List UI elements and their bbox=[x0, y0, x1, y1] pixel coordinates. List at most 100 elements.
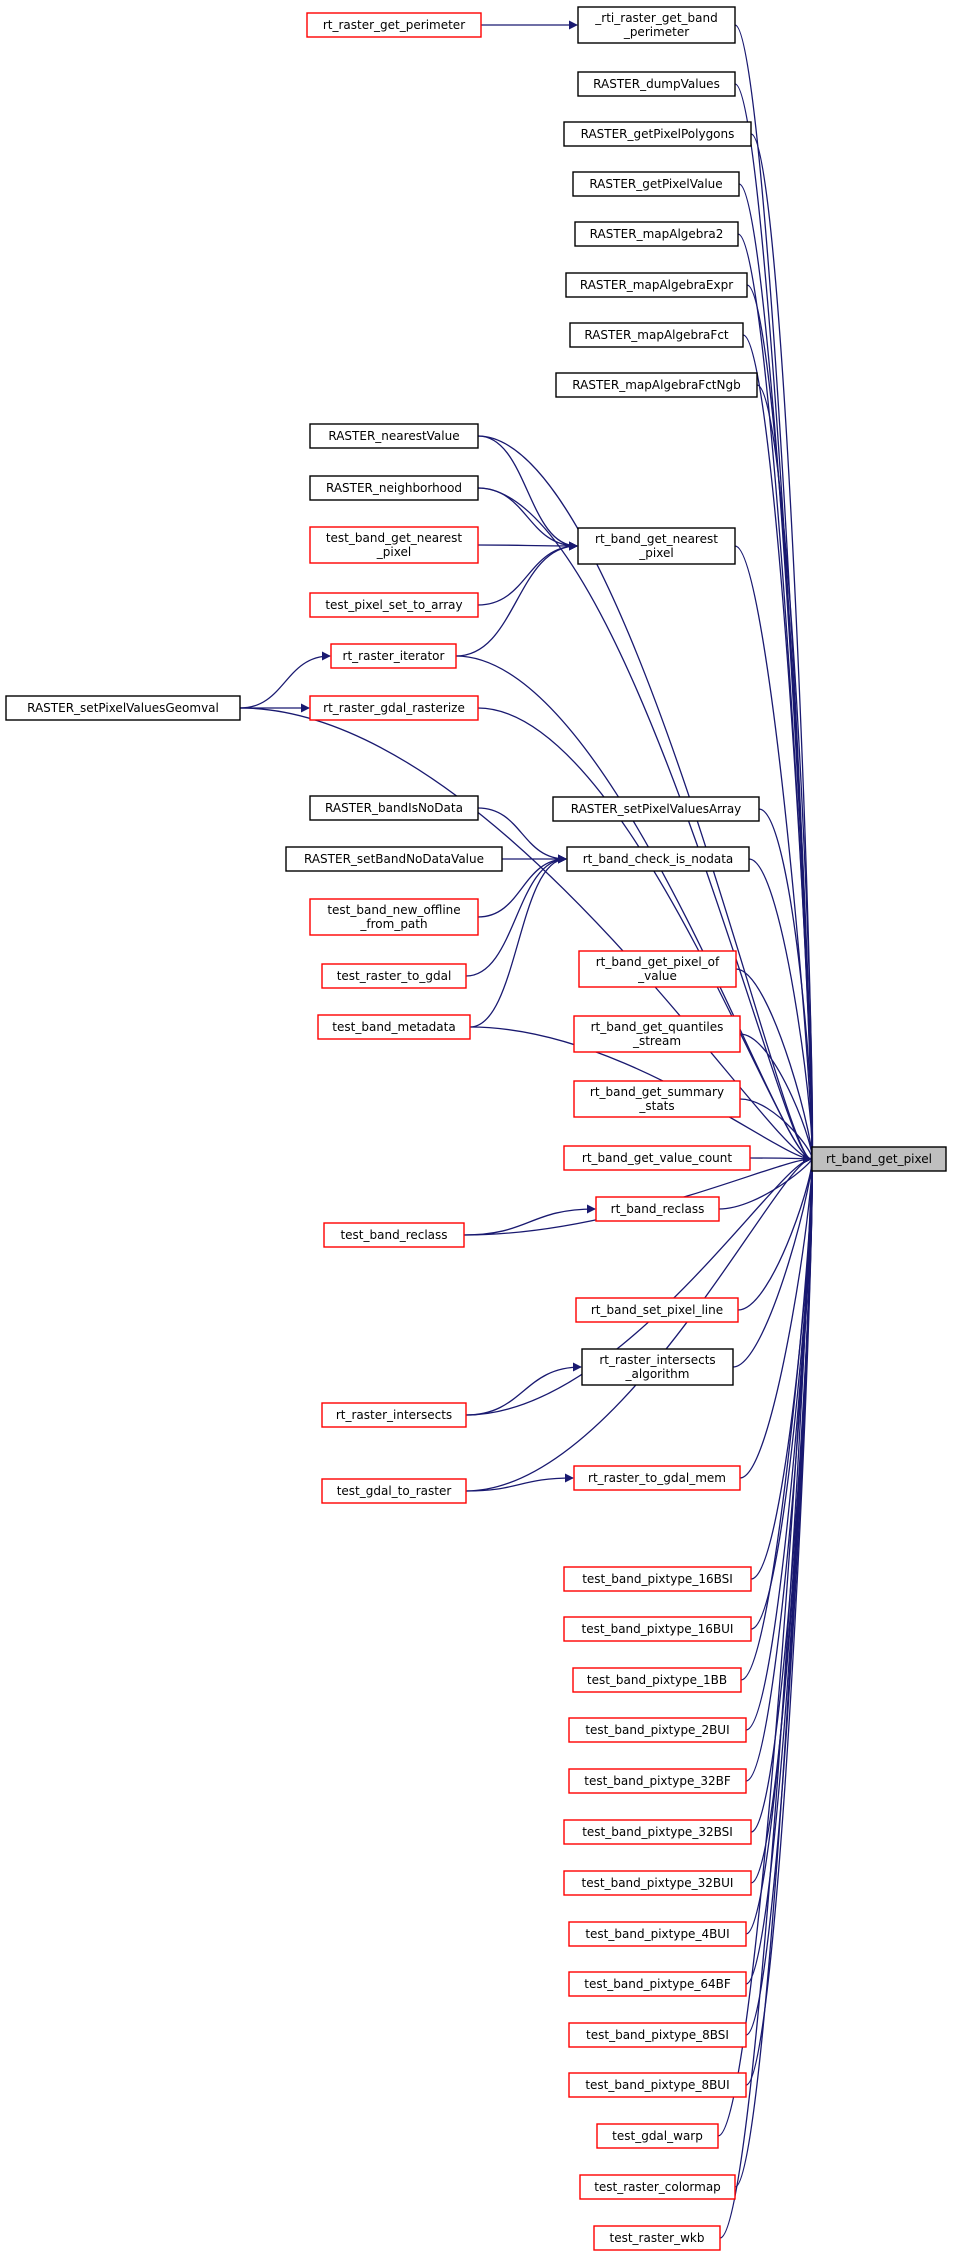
edge-rt-raster-gdal-rasterize-to-root bbox=[477, 707, 812, 1164]
edge-raster-setpixelvaluesgeomval-to-root bbox=[239, 707, 812, 1164]
node-raster-mapalgebrafctngb[interactable]: RASTER_mapAlgebraFctNgb bbox=[555, 372, 758, 398]
node-test-gdal-to-raster[interactable]: test_gdal_to_raster bbox=[321, 1478, 467, 1504]
node-rt-band-get-quantiles-stream[interactable]: rt_band_get_quantiles_stream bbox=[573, 1015, 741, 1053]
node-test-band-pixtype-64bf[interactable]: test_band_pixtype_64BF bbox=[568, 1971, 747, 1997]
node-box bbox=[568, 1768, 747, 1794]
node-raster-mapalgebraexpr[interactable]: RASTER_mapAlgebraExpr bbox=[565, 272, 748, 298]
node-label: _rti_raster_get_band bbox=[594, 11, 717, 25]
node-test-band-pixtype-32bf[interactable]: test_band_pixtype_32BF bbox=[568, 1768, 747, 1794]
node-rt-raster-intersects[interactable]: rt_raster_intersects bbox=[321, 1402, 467, 1428]
node-label: rt_band_get_nearest bbox=[595, 532, 718, 546]
node-box bbox=[306, 12, 482, 38]
node-box bbox=[593, 2225, 721, 2251]
node-test-band-pixtype-2bui[interactable]: test_band_pixtype_2BUI bbox=[568, 1717, 747, 1743]
node-box bbox=[577, 6, 736, 44]
node-rt-band-set-pixel-line[interactable]: rt_band_set_pixel_line bbox=[575, 1297, 739, 1323]
edge-test-band-pixtype-32bui-to-root bbox=[750, 1155, 820, 1884]
node-box bbox=[309, 423, 479, 449]
node-test-band-new-offline-from-path[interactable]: test_band_new_offline_from_path bbox=[309, 898, 479, 936]
node-label: test_band_pixtype_8BSI bbox=[586, 2028, 729, 2042]
node-label: RASTER_bandIsNoData bbox=[325, 801, 463, 815]
node-label: test_band_reclass bbox=[340, 1228, 447, 1242]
node-test-gdal-warp[interactable]: test_gdal_warp bbox=[596, 2123, 719, 2149]
node-label: test_band_pixtype_32BSI bbox=[582, 1825, 733, 1839]
node-test-pixel-set-to-array[interactable]: test_pixel_set_to_array bbox=[309, 592, 479, 618]
node-test-band-pixtype-32bsi[interactable]: test_band_pixtype_32BSI bbox=[563, 1819, 752, 1845]
node-test-raster-to-gdal[interactable]: test_raster_to_gdal bbox=[321, 963, 467, 989]
node-test-band-pixtype-16bui[interactable]: test_band_pixtype_16BUI bbox=[563, 1616, 752, 1642]
node-label: rt_raster_intersects bbox=[336, 1408, 452, 1422]
node-box bbox=[309, 795, 479, 821]
node-label: test_band_get_nearest bbox=[326, 531, 463, 545]
node-raster-neighborhood[interactable]: RASTER_neighborhood bbox=[309, 475, 479, 501]
edge-layer bbox=[239, 20, 820, 2239]
node-raster-setpixelvaluesgeomval[interactable]: RASTER_setPixelValuesGeomval bbox=[5, 695, 241, 721]
node-raster-dumpvalues[interactable]: RASTER_dumpValues bbox=[577, 71, 736, 97]
node-test-band-pixtype-1bb[interactable]: test_band_pixtype_1BB bbox=[572, 1667, 742, 1693]
node-raster-nearestvalue[interactable]: RASTER_nearestValue bbox=[309, 423, 479, 449]
node-test-raster-colormap[interactable]: test_raster_colormap bbox=[579, 2174, 736, 2200]
node-box bbox=[309, 898, 479, 936]
edge-raster-dumpvalues-to-root bbox=[734, 83, 820, 1163]
node-rt-raster-to-gdal-mem[interactable]: rt_raster_to_gdal_mem bbox=[573, 1465, 741, 1491]
node-label: rt_band_get_pixel bbox=[826, 1152, 932, 1166]
edge-rt-band-get-value-count-to-root bbox=[749, 1154, 820, 1164]
node-rt-band-check-is-nodata[interactable]: rt_band_check_is_nodata bbox=[566, 846, 750, 872]
edge-rt-band-check-is-nodata-to-root bbox=[748, 858, 820, 1164]
edge-raster-nearestvalue-to-rt-band-get-nearest-pixel bbox=[477, 435, 578, 551]
node-label: test_band_pixtype_16BUI bbox=[582, 1622, 734, 1636]
node-rt-band-reclass[interactable]: rt_band_reclass bbox=[595, 1196, 720, 1222]
node-test-raster-wkb[interactable]: test_raster_wkb bbox=[593, 2225, 721, 2251]
node-test-band-metadata[interactable]: test_band_metadata bbox=[317, 1014, 471, 1040]
node-test-band-pixtype-8bui[interactable]: test_band_pixtype_8BUI bbox=[568, 2072, 747, 2098]
node-box bbox=[552, 796, 760, 822]
node-box bbox=[581, 1348, 734, 1386]
node-rt-band-get-nearest-pixel[interactable]: rt_band_get_nearest_pixel bbox=[577, 527, 736, 565]
node-test-band-pixtype-4bui[interactable]: test_band_pixtype_4BUI bbox=[568, 1921, 747, 1947]
node-test-band-pixtype-32bui[interactable]: test_band_pixtype_32BUI bbox=[563, 1870, 752, 1896]
node-box bbox=[309, 475, 479, 501]
node-box bbox=[568, 2072, 747, 2098]
node-label: test_band_pixtype_8BUI bbox=[585, 2078, 729, 2092]
node-label: test_raster_wkb bbox=[610, 2231, 705, 2245]
node-raster-mapalgebra2[interactable]: RASTER_mapAlgebra2 bbox=[574, 221, 739, 247]
node-test-band-pixtype-16bsi[interactable]: test_band_pixtype_16BSI bbox=[563, 1566, 752, 1592]
node-box bbox=[569, 322, 744, 348]
node-box bbox=[573, 1465, 741, 1491]
node-test-band-pixtype-8bsi[interactable]: test_band_pixtype_8BSI bbox=[568, 2022, 747, 2048]
node-raster-getpixelpolygons[interactable]: RASTER_getPixelPolygons bbox=[563, 121, 752, 147]
node-raster-getpixelvalue[interactable]: RASTER_getPixelValue bbox=[572, 171, 740, 197]
edge-rt-raster-iterator-to-rt-band-get-nearest-pixel bbox=[455, 541, 578, 657]
node-raster-setpixelvaluesarray[interactable]: RASTER_setPixelValuesArray bbox=[552, 796, 760, 822]
node-label: RASTER_mapAlgebraExpr bbox=[580, 278, 733, 292]
node-rt-raster-get-perimeter[interactable]: rt_raster_get_perimeter bbox=[306, 12, 482, 38]
node-raster-mapalgebrafct[interactable]: RASTER_mapAlgebraFct bbox=[569, 322, 744, 348]
node-label: rt_band_get_pixel_of bbox=[596, 955, 720, 969]
node-test-band-get-nearest-pixel[interactable]: test_band_get_nearest_pixel bbox=[309, 526, 479, 564]
node-label: _pixel bbox=[376, 545, 411, 559]
edge-test-raster-wkb-to-root bbox=[719, 1155, 820, 2239]
node-rti-raster-get-band-perimeter[interactable]: _rti_raster_get_band_perimeter bbox=[577, 6, 736, 44]
node-rt-raster-intersects-algorithm[interactable]: rt_raster_intersects_algorithm bbox=[581, 1348, 734, 1386]
node-rt-band-get-summary-stats[interactable]: rt_band_get_summary_stats bbox=[573, 1080, 741, 1118]
node-rt-raster-gdal-rasterize[interactable]: rt_raster_gdal_rasterize bbox=[309, 695, 479, 721]
node-raster-setbandnodatavalue[interactable]: RASTER_setBandNoDataValue bbox=[285, 846, 503, 872]
node-box bbox=[566, 846, 750, 872]
node-label: test_raster_colormap bbox=[594, 2180, 721, 2194]
node-label: rt_band_get_summary bbox=[590, 1085, 724, 1099]
node-label: _perimeter bbox=[623, 25, 689, 39]
node-raster-bandisnodata[interactable]: RASTER_bandIsNoData bbox=[309, 795, 479, 821]
node-label: RASTER_dumpValues bbox=[593, 77, 720, 91]
node-layer: rt_band_get_pixel rt_raster_get_perimeter… bbox=[5, 6, 947, 2251]
node-box bbox=[563, 121, 752, 147]
edge-raster-setpixelvaluesgeomval-to-rt-raster-iterator bbox=[239, 651, 331, 709]
edge-raster-getpixelvalue-to-root bbox=[738, 183, 820, 1163]
node-label: test_pixel_set_to_array bbox=[325, 598, 462, 612]
node-rt-band-get-pixel-of-value[interactable]: rt_band_get_pixel_of_value bbox=[578, 950, 737, 988]
node-test-band-reclass[interactable]: test_band_reclass bbox=[323, 1222, 465, 1248]
node-rt-band-get-value-count[interactable]: rt_band_get_value_count bbox=[563, 1145, 751, 1171]
node-box bbox=[577, 527, 736, 565]
node-box bbox=[309, 526, 479, 564]
node-rt-raster-iterator[interactable]: rt_raster_iterator bbox=[330, 643, 457, 669]
node-root[interactable]: rt_band_get_pixel bbox=[811, 1146, 947, 1172]
